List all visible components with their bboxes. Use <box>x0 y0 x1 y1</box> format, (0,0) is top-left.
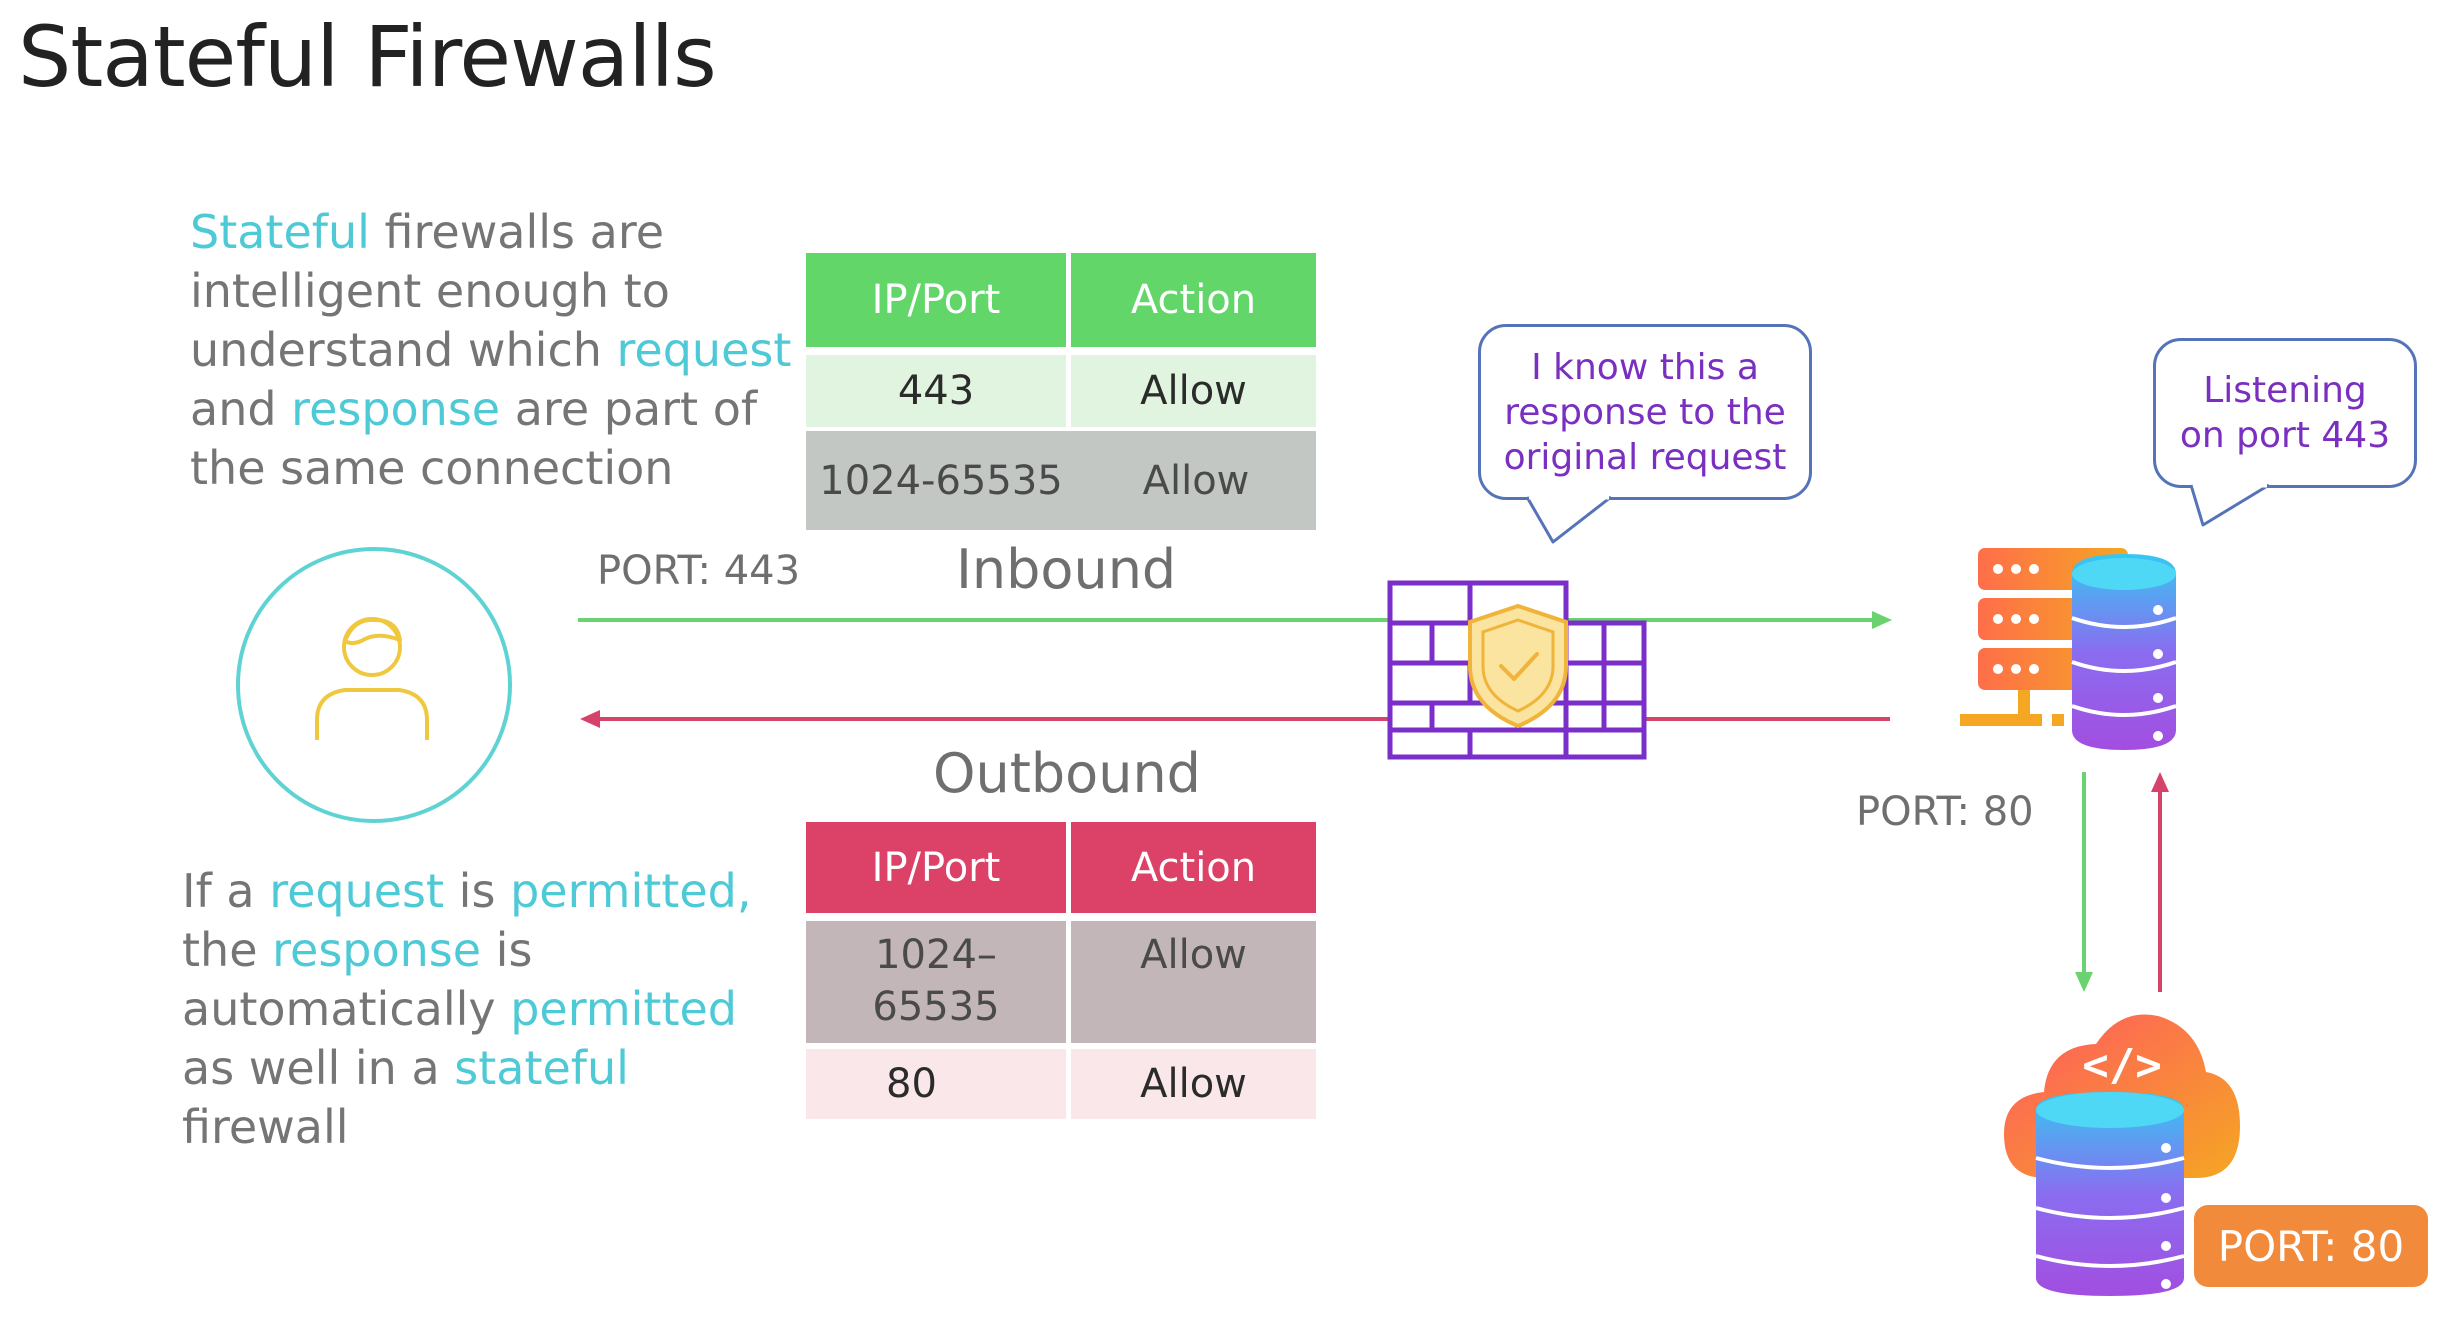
intro-line-5: the same connection <box>190 441 674 495</box>
inbound-row2-ipport: 1024-65535 <box>819 457 1063 504</box>
outbound-arrowhead <box>580 710 600 728</box>
table-row: 1024-65535 Allow <box>806 431 1316 530</box>
note-line-3: automatically permitted <box>182 982 737 1036</box>
inbound-row1-ipport: 443 <box>806 355 1066 427</box>
inbound-header-action: Action <box>1071 253 1316 347</box>
firewall-bubble-tail <box>1525 494 1612 544</box>
outbound-row1-action: Allow <box>1071 921 1316 1043</box>
outbound-row2-action: Allow <box>1071 1049 1316 1119</box>
down-arrowhead <box>2075 972 2093 992</box>
intro-line-3: understand which request <box>190 323 792 377</box>
up-arrowhead <box>2151 772 2169 792</box>
firewall-shield-icon <box>1387 580 1647 760</box>
table-row: 1024– 65535 Allow <box>806 921 1316 1043</box>
table-row: 443 Allow <box>806 355 1316 427</box>
note-line-2: the response is <box>182 923 533 977</box>
server-database-icon <box>1960 548 2177 750</box>
inbound-header-ipport: IP/Port <box>806 253 1066 347</box>
user-icon <box>236 547 512 823</box>
port-80-label: PORT: 80 <box>1856 789 2034 835</box>
inbound-row1-action: Allow <box>1071 355 1316 427</box>
page-title: Stateful Firewalls <box>18 8 717 106</box>
inbound-table-header: IP/Port Action <box>806 253 1316 347</box>
outbound-row2-ipport: 80 <box>806 1049 1066 1119</box>
cloud-code-database-icon: </> <box>2004 1014 2240 1296</box>
outbound-header-ipport: IP/Port <box>806 822 1066 913</box>
intro-line-4: and response are part of <box>190 382 758 436</box>
firewall-bubble-line-1: I know this a <box>1531 346 1759 388</box>
firewall-bubble-line-3: original request <box>1503 436 1787 478</box>
server-bubble-line-2: on port 443 <box>2179 415 2391 456</box>
intro-line-2: intelligent enough to <box>190 264 670 318</box>
server-bubble-line-1: Listening <box>2203 370 2367 411</box>
firewall-bubble-line-2: response to the <box>1504 391 1786 433</box>
outbound-header-action: Action <box>1071 822 1316 913</box>
intro-line-1: Stateful firewalls are <box>190 205 665 259</box>
outbound-rules-table: IP/Port Action 1024– 65535 Allow 80 Allo… <box>806 822 1316 1119</box>
inbound-label: Inbound <box>956 538 1177 601</box>
note-text: If a request is permitted, the response … <box>182 862 751 1157</box>
server-bubble-tail <box>2189 482 2270 527</box>
inbound-rules-table: IP/Port Action 443 Allow 1024-65535 Allo… <box>806 253 1316 530</box>
server-speech-bubble: Listening on port 443 <box>2153 338 2417 488</box>
outbound-row1-ipport: 1024– 65535 <box>806 921 1066 1043</box>
firewall-speech-bubble: I know this a response to the original r… <box>1478 324 1812 500</box>
outbound-table-header: IP/Port Action <box>806 822 1316 913</box>
port-80-badge: PORT: 80 <box>2194 1205 2428 1287</box>
note-line-5: firewall <box>182 1100 349 1154</box>
outbound-label: Outbound <box>933 742 1201 805</box>
note-line-1: If a request is permitted, <box>182 864 752 918</box>
intro-text: Stateful firewalls are intelligent enoug… <box>190 203 791 498</box>
note-line-4: as well in a stateful <box>182 1041 629 1095</box>
inbound-arrowhead <box>1872 611 1892 629</box>
inbound-row2-action: Allow <box>1142 457 1250 504</box>
svg-text:</>: </> <box>2082 1040 2161 1091</box>
port-443-label: PORT: 443 <box>597 548 801 594</box>
table-row: 80 Allow <box>806 1049 1316 1119</box>
